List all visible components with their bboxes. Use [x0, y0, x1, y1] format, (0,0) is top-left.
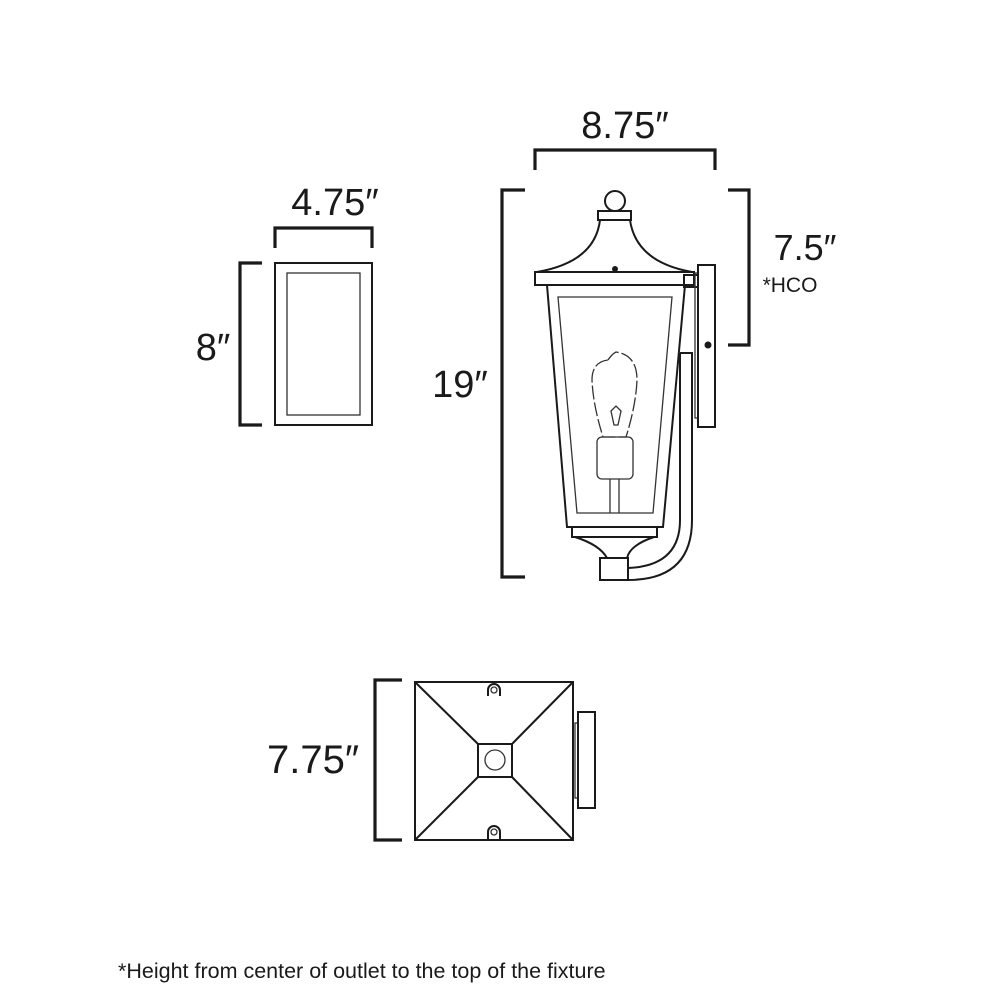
glass-panel — [557, 296, 673, 514]
bottom-diagonals — [414, 681, 574, 841]
backplate-width-bracket — [273, 226, 374, 248]
socket-stem — [609, 479, 620, 513]
depth-bracket — [373, 678, 402, 842]
backplate-inner — [286, 272, 361, 416]
hco-bracket — [728, 188, 751, 347]
footnote: *Height from center of outlet to the top… — [118, 959, 606, 983]
screw-bottom — [490, 828, 498, 836]
bottom-backplate — [577, 711, 596, 809]
lantern-view: 8.75″ 19″ 7.5″ *HCO — [432, 105, 837, 581]
backplate-height-bracket — [238, 261, 262, 427]
height-bracket — [500, 188, 525, 579]
bottom-taper — [574, 536, 655, 559]
backplate-outer — [274, 262, 373, 426]
outlet-center-mark — [704, 341, 712, 349]
mounting-arm — [627, 352, 693, 581]
bottom-hole — [484, 749, 506, 771]
roof — [536, 219, 693, 273]
screw-top — [490, 686, 498, 694]
bulb-socket — [596, 436, 634, 480]
bottom-view: 7.75″ — [267, 678, 596, 842]
depth-label: 7.75″ — [267, 738, 359, 782]
screw-tab-bottom — [487, 825, 501, 840]
backplate-width-label: 4.75″ — [291, 182, 378, 224]
backplate-view: 4.75″ 8″ — [196, 182, 379, 427]
bottom-base — [571, 526, 658, 538]
bottom-cap — [599, 557, 629, 581]
bulb — [591, 351, 638, 438]
height-label: 19″ — [432, 364, 488, 406]
hco-note: *HCO — [763, 274, 818, 297]
roof-plate — [534, 271, 695, 286]
bottom-outer-square — [414, 681, 574, 841]
width-label: 8.75″ — [581, 105, 668, 147]
width-bracket — [533, 148, 717, 170]
bottom-center-square — [477, 743, 513, 778]
finial — [604, 190, 626, 212]
hco-label: 7.5″ — [774, 227, 837, 268]
backplate-height-label: 8″ — [196, 327, 231, 369]
wall-backplate — [697, 264, 716, 428]
finial-collar — [597, 210, 632, 221]
screw-tab-top — [487, 683, 501, 696]
bulb-filament — [610, 405, 622, 426]
roof-screw — [612, 266, 618, 272]
